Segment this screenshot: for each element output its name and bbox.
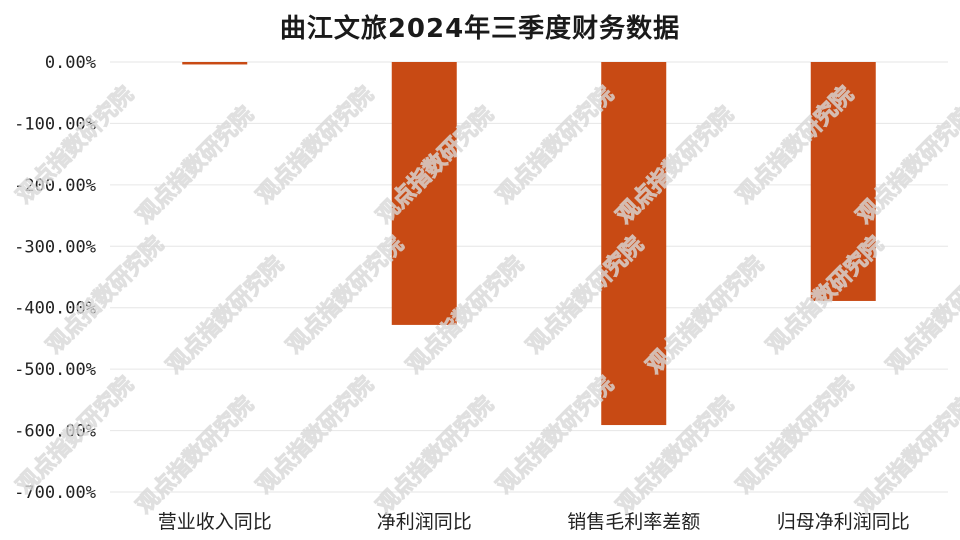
- y-tick-label: -500.00%: [14, 360, 96, 380]
- y-tick-label: -600.00%: [14, 422, 96, 442]
- watermark-text: 观点指数研究院: [731, 371, 858, 498]
- y-tick-label: -200.00%: [14, 176, 96, 196]
- watermark-text: 观点指数研究院: [161, 251, 288, 378]
- bar: [391, 62, 457, 325]
- x-axis-categories: 营业收入同比 净利润同比 销售毛利率差额 归母净利润同比: [158, 511, 910, 533]
- watermark-text: 观点指数研究院: [371, 391, 498, 518]
- y-tick-label: -100.00%: [14, 114, 96, 134]
- x-category-label: 净利润同比: [377, 511, 472, 533]
- bar: [810, 62, 876, 301]
- y-tick-label: -400.00%: [14, 299, 96, 319]
- y-tick-label: -700.00%: [14, 483, 96, 503]
- watermark-text: 观点指数研究院: [251, 371, 378, 498]
- x-category-label: 归母净利润同比: [777, 511, 910, 533]
- watermark-text: 观点指数研究院: [131, 391, 258, 518]
- x-category-label: 营业收入同比: [158, 511, 272, 533]
- watermark-text: 观点指数研究院: [851, 391, 960, 518]
- grid-lines: [110, 61, 948, 493]
- x-category-label: 销售毛利率差额: [567, 511, 700, 533]
- y-tick-label: -300.00%: [14, 237, 96, 257]
- bar: [601, 62, 667, 426]
- watermark-text: 观点指数研究院: [131, 101, 258, 228]
- watermark-text: 观点指数研究院: [251, 81, 378, 208]
- chart-title: 曲江文旅2024年三季度财务数据: [279, 14, 681, 44]
- y-tick-label: 0.00%: [45, 53, 96, 73]
- watermark-text: 观点指数研究院: [881, 251, 960, 378]
- bar: [182, 62, 248, 65]
- watermark-text: 观点指数研究院: [491, 81, 618, 208]
- bars: [182, 62, 876, 426]
- watermark-text: 观点指数研究院: [491, 371, 618, 498]
- watermark-text: 观点指数研究院: [281, 231, 408, 358]
- y-axis-ticks: 0.00% -100.00% -200.00% -300.00% -400.00% -50…: [14, 53, 96, 503]
